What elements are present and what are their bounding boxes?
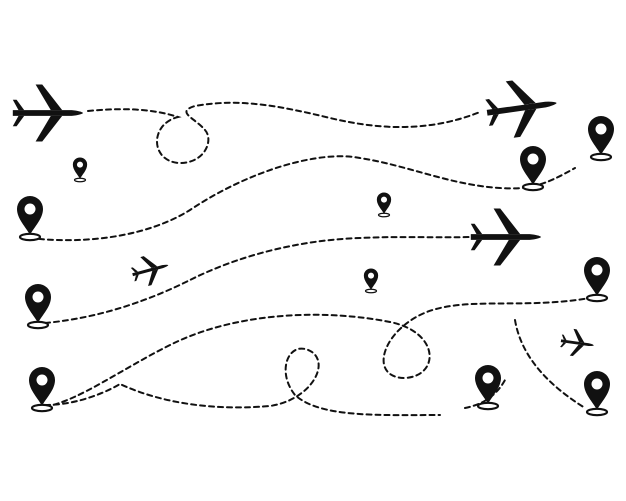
routes xyxy=(29,101,591,417)
route-4 xyxy=(44,297,591,408)
route-2 xyxy=(29,155,576,242)
route-7 xyxy=(514,319,586,409)
airplane-icon xyxy=(470,208,542,266)
map-pins xyxy=(15,114,616,417)
airplanes xyxy=(12,74,596,359)
map-pin-icon xyxy=(473,363,503,411)
route-1 xyxy=(87,101,481,165)
airplane-icon xyxy=(128,250,173,290)
map-pin-icon xyxy=(15,194,45,242)
map-pin-icon xyxy=(23,282,53,330)
map-pin-icon xyxy=(586,114,616,162)
map-pin-icon xyxy=(72,156,88,183)
airplane-icon xyxy=(12,84,84,142)
map-pin-icon xyxy=(27,365,57,413)
map-pin-icon xyxy=(363,267,379,294)
map-pin-icon xyxy=(582,369,612,417)
route-3 xyxy=(44,236,471,324)
airplane-icon xyxy=(483,74,561,141)
map-pin-icon xyxy=(582,255,612,303)
route-5 xyxy=(44,347,441,417)
map-pin-icon xyxy=(376,191,392,218)
airplane-icon xyxy=(559,327,596,359)
